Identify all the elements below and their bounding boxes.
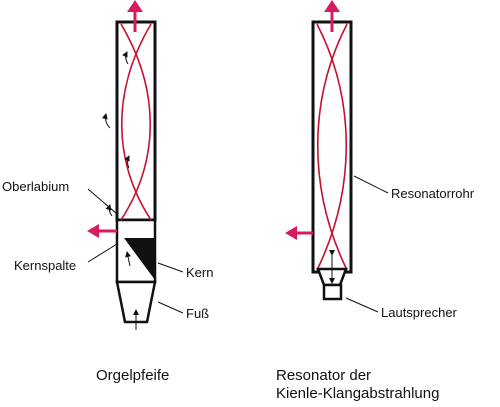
label-kern: Kern [186, 265, 214, 280]
label-kernspalte: Kernspalte [14, 258, 77, 273]
leader-fuss [157, 301, 184, 314]
label-fuss: Fuß [186, 306, 210, 321]
sound-out-arrow-top-right [324, 0, 340, 32]
sound-out-arrow-side [285, 226, 313, 240]
caption-orgelpfeife: Orgelpfeife [96, 367, 170, 384]
leader-kern [157, 262, 184, 273]
standing-wave-right-a [316, 23, 347, 271]
resonator [285, 0, 389, 313]
leader-resonatorrohr [353, 175, 389, 194]
label-resonatorrohr: Resonatorrohr [391, 186, 475, 201]
kern-block [124, 238, 155, 280]
standing-wave-right-b [317, 23, 348, 271]
air-flow-arrow-1 [122, 51, 129, 65]
leader-oberlabium [87, 188, 118, 215]
organ-pipe-foot [115, 280, 157, 324]
caption-resonator-line1: Resonator der [276, 367, 372, 384]
standing-wave-left-a [120, 23, 151, 221]
air-flow-arrow-4 [105, 204, 113, 217]
speaker-magnet [322, 283, 343, 301]
resonator-tube [311, 20, 353, 274]
air-flow-arrow-5 [125, 251, 131, 267]
caption-resonator-line2: Kienle-Klangabstrahlung [276, 385, 440, 402]
leader-lautsprecher [345, 297, 379, 313]
label-oberlabium: Oberlabium [2, 179, 70, 194]
leader-kernspalte [87, 243, 118, 263]
air-flow-arrow-3 [124, 155, 130, 169]
sound-out-arrow-mouth [87, 224, 117, 238]
standing-wave-left-b [121, 23, 152, 221]
sound-out-arrow-top-left [127, 0, 143, 32]
air-flow-arrow-2 [101, 113, 111, 129]
organ-pipe [87, 0, 184, 330]
label-lautsprecher: Lautsprecher [381, 305, 457, 320]
